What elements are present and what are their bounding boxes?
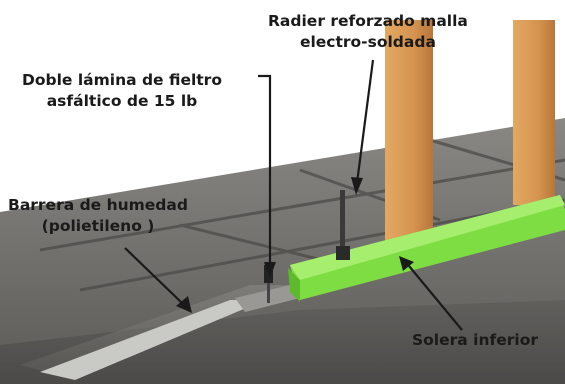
sill-plate <box>288 195 565 302</box>
label-doble-lamina: Doble lámina de fieltro asfáltico de 15 … <box>22 70 222 112</box>
leader-lines <box>124 59 463 331</box>
solera-arrowhead <box>399 256 414 271</box>
moisture-barrier <box>40 300 265 380</box>
slab-front-edge <box>0 300 565 384</box>
label-solera: Solera inferior <box>412 330 538 351</box>
stud-right <box>513 20 555 205</box>
label-barrera-line2: (polietileno ) <box>41 217 155 235</box>
radier-arrowhead <box>351 177 363 195</box>
label-doble-line1: Doble lámina de fieltro <box>22 71 222 89</box>
radier-leader <box>355 59 375 184</box>
stud-left <box>385 20 433 248</box>
label-radier-line2: electro-soldada <box>299 33 436 51</box>
anchor-bolt <box>336 190 350 260</box>
label-solera-line1: Solera inferior <box>412 331 538 349</box>
solera-leader <box>408 265 463 331</box>
barrera-leader <box>124 247 183 304</box>
doble-arrowhead <box>264 262 276 278</box>
label-radier: Radier reforzado malla electro-soldada <box>268 11 468 53</box>
label-barrera-line1: Barrera de humedad <box>8 196 188 214</box>
label-radier-line1: Radier reforzado malla <box>268 12 468 30</box>
barrera-arrowhead <box>176 296 192 313</box>
label-barrera: Barrera de humedad (polietileno ) <box>8 195 188 237</box>
label-doble-line2: asfáltico de 15 lb <box>46 92 198 110</box>
doble-leader <box>258 74 272 265</box>
